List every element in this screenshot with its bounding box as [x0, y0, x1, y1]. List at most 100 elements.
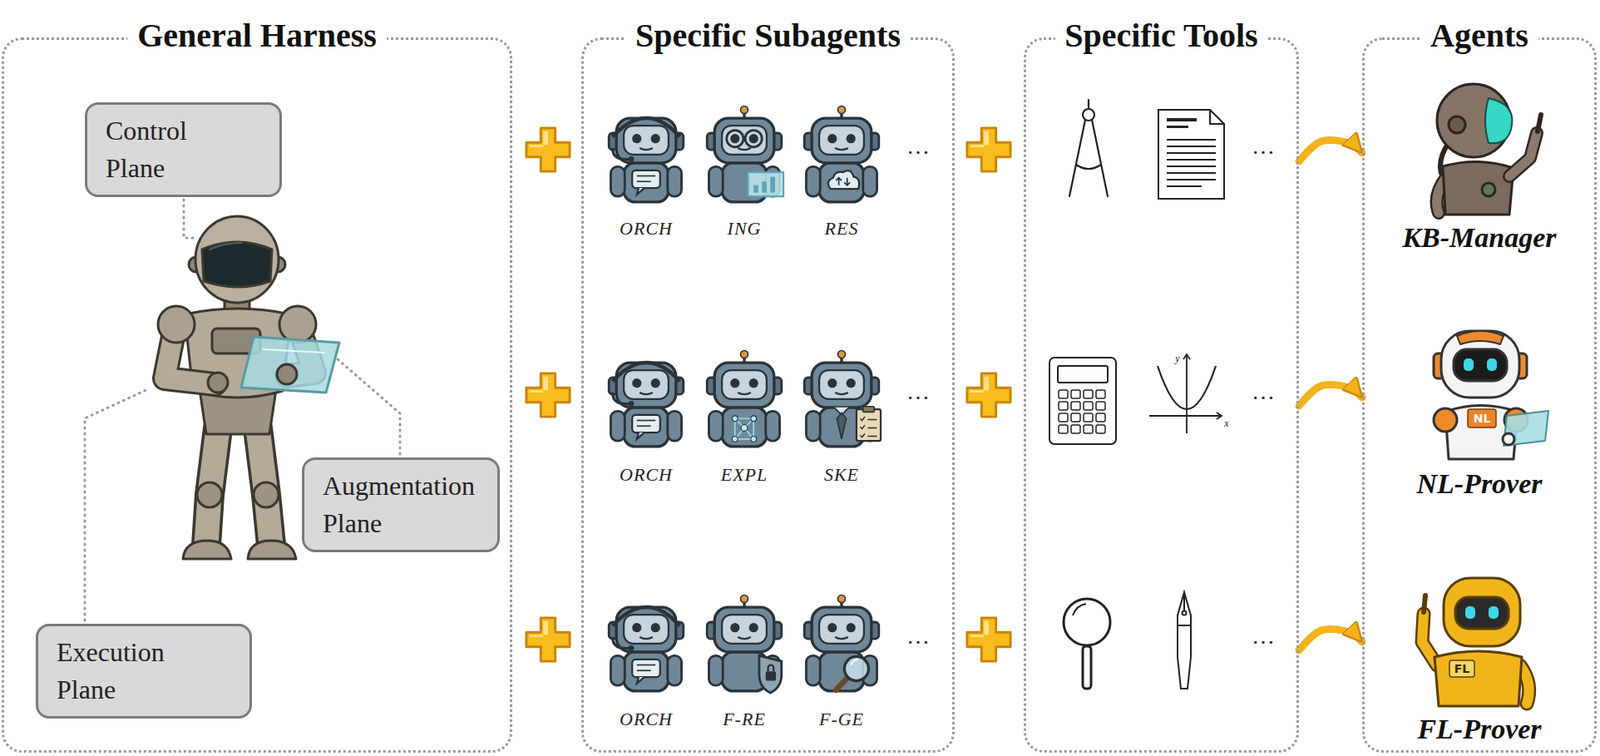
compass-icon-part — [1076, 164, 1102, 169]
axis-label: x — [1224, 417, 1229, 430]
subagent-name: RES — [824, 217, 860, 240]
plus-sign — [526, 128, 1011, 662]
plane-label: Augmentation Plane — [322, 467, 489, 543]
harness-robot-part — [276, 364, 297, 385]
nl-prover-robot — [1433, 330, 1549, 460]
fl-prover-robot-part — [1465, 606, 1476, 619]
compass-icon — [1069, 99, 1108, 197]
chest-badge: NL — [1473, 411, 1492, 425]
leader-line-part — [84, 388, 150, 621]
document-icon-part — [1166, 125, 1189, 129]
harness-robot-part — [279, 306, 317, 343]
graph-icon-part — [1157, 365, 1216, 410]
harness-robot-part — [182, 540, 232, 559]
plus-sign-part — [526, 128, 570, 172]
compass-icon-part — [1082, 108, 1095, 121]
flow-arrow — [1298, 139, 1363, 162]
panel-heading: Specific Subagents — [625, 15, 911, 55]
harness-robot-part — [195, 216, 279, 303]
nl-prover-robot-part — [1441, 330, 1520, 398]
leader-line-part — [183, 199, 197, 238]
subagent-icon-part — [706, 106, 784, 203]
magnifier-icon-part — [1072, 603, 1087, 616]
panel-frame: General HarnessControl PlaneAugmentation… — [1, 37, 513, 753]
fl-prover-robot-part — [1449, 660, 1475, 677]
agent-name: NL-Prover — [1416, 468, 1542, 500]
panel-heading: Agents — [1420, 15, 1539, 55]
harness-robot-part — [209, 242, 242, 250]
harness-robot-part — [262, 349, 325, 353]
edge-group — [1298, 139, 1363, 651]
flow-arrow — [1298, 628, 1363, 651]
agent-name: KB-Manager — [1402, 222, 1556, 254]
document-icon — [1158, 109, 1225, 199]
nl-prover-robot-part — [1463, 358, 1474, 371]
plane-box: Augmentation Plane — [301, 457, 500, 553]
compass-icon-part — [1069, 119, 1086, 197]
fl-prover-robot-part — [1488, 606, 1499, 619]
document-icon-part — [1158, 109, 1225, 199]
subagent-name: ORCH — [619, 217, 673, 240]
kb-manager-robot-part — [1481, 182, 1496, 197]
calculator-icon-part — [1057, 365, 1108, 383]
kb-manager-robot-part — [1448, 116, 1466, 134]
ellipsis: … — [1251, 378, 1275, 405]
fl-prover-robot-part — [1423, 595, 1426, 613]
graph-icon-part — [1183, 354, 1191, 360]
magnifier-icon — [1063, 598, 1111, 689]
subagent-icon-part — [608, 118, 684, 203]
ellipsis: … — [906, 622, 930, 650]
nl-prover-robot-part — [1467, 409, 1497, 428]
ellipsis: … — [906, 133, 930, 160]
pen-icon-part — [1177, 592, 1191, 689]
subagent-name: ORCH — [619, 464, 673, 486]
subagent-name: ING — [727, 217, 762, 240]
subagent-icon-part — [804, 106, 880, 203]
ellipsis: … — [1251, 622, 1275, 650]
harness-robot-part — [241, 336, 340, 393]
document-icon-part — [1209, 109, 1225, 124]
calculator-icon — [1049, 357, 1117, 445]
plus-sign-part — [967, 373, 1011, 417]
subagent-icon-part — [804, 595, 880, 692]
plus-sign-part — [967, 617, 1011, 662]
document-icon-part — [1166, 118, 1197, 122]
harness-robot-part — [197, 482, 223, 508]
kb-manager-robot-part — [1537, 114, 1541, 132]
agent-name: FL-Prover — [1417, 713, 1541, 746]
subagent-name: SKE — [824, 464, 860, 486]
nl-prover-robot-part — [1486, 358, 1497, 371]
fl-prover-robot — [1422, 577, 1530, 707]
subagent-name: EXPL — [720, 464, 769, 486]
flow-arrow — [1298, 384, 1363, 406]
subagent-icon-part — [608, 362, 684, 447]
subagent-icon-part — [608, 607, 684, 692]
chest-badge: FL — [1454, 661, 1470, 676]
nl-prover-robot-part — [1433, 408, 1457, 432]
plane-label: Control Plane — [105, 112, 231, 188]
document-icon-part — [1166, 139, 1216, 187]
calculator-icon-part — [1057, 389, 1108, 436]
subagent-icon — [608, 106, 881, 694]
plane-box: Execution Plane — [35, 623, 252, 719]
kb-manager-robot-part — [1509, 133, 1537, 177]
magnifier-icon-part — [1082, 646, 1092, 689]
kb-manager-robot-part — [1442, 161, 1514, 215]
magnifier-icon-part — [1063, 598, 1111, 646]
fl-prover-robot-part — [1434, 651, 1522, 707]
compass-icon-part — [1091, 119, 1108, 197]
nl-prover-robot-part — [1456, 330, 1504, 345]
fl-prover-robot-part — [1443, 577, 1521, 647]
subagent-name: F-RE — [722, 708, 766, 731]
subagent-name: ORCH — [619, 708, 673, 731]
nl-prover-robot-part — [1503, 410, 1549, 446]
panel-frame: Agents — [1362, 37, 1597, 753]
calculator-icon-part — [1049, 357, 1117, 445]
subagent-icon-part — [706, 595, 782, 694]
plane-label: Execution Plane — [56, 633, 198, 709]
kb-manager-robot — [1437, 83, 1541, 215]
subagent-name: F-GE — [819, 708, 865, 731]
pen-icon-part — [1177, 624, 1191, 627]
graph-icon — [1149, 354, 1222, 434]
